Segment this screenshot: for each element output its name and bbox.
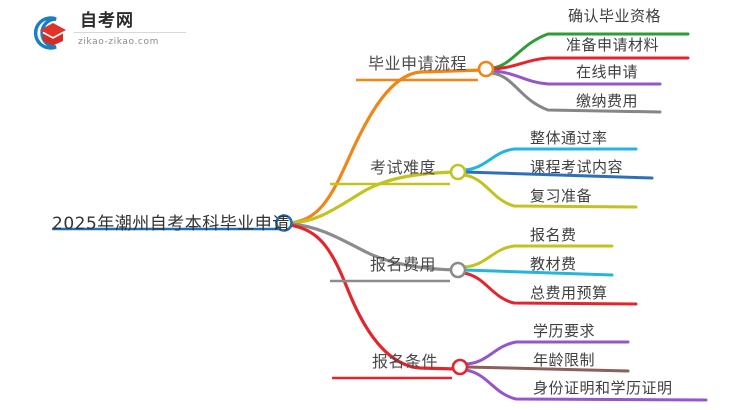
leaf-label-1-3[interactable]: 在线申请 xyxy=(576,63,639,81)
wire-branch-1-leaf-2 xyxy=(490,56,690,71)
leaf-label-1-2[interactable]: 准备申请材料 xyxy=(566,36,660,54)
branch-label-1[interactable]: 毕业申请流程 xyxy=(368,54,468,73)
logo-name-en: zikao-zikao.com xyxy=(78,37,159,47)
branch-label-4[interactable]: 报名条件 xyxy=(372,352,439,371)
wire-branch-2-leaf-2 xyxy=(462,170,654,180)
site-logo[interactable]: 自考网 zikao-zikao.com xyxy=(26,10,186,54)
wire-root-to-branch-4 xyxy=(288,223,458,371)
leaf-label-1-4[interactable]: 缴纳费用 xyxy=(576,92,639,110)
leaf-label-3-2[interactable]: 教材费 xyxy=(530,255,577,273)
branch-1-node-dot[interactable] xyxy=(477,60,495,78)
branch-2-node-dot[interactable] xyxy=(449,163,467,181)
leaf-label-2-3[interactable]: 复习准备 xyxy=(530,187,593,205)
wire-branch-4-leaf-2 xyxy=(464,365,630,373)
leaf-label-4-2[interactable]: 年龄限制 xyxy=(533,351,596,369)
leaf-label-1-1[interactable]: 确认毕业资格 xyxy=(568,7,662,25)
leaf-label-4-1[interactable]: 学历要求 xyxy=(533,322,596,340)
wire-branch-3-leaf-1 xyxy=(462,244,614,269)
wire-branch-3-leaf-2 xyxy=(462,268,614,277)
root-node-dot[interactable] xyxy=(275,214,293,232)
wire-branch-1-leaf-4 xyxy=(490,71,662,114)
wire-branch-3-leaf-3 xyxy=(462,271,638,306)
branch-3-node-dot[interactable] xyxy=(449,261,467,279)
wire-branch-1-leaf-1 xyxy=(490,32,690,70)
branch-label-2[interactable]: 考试难度 xyxy=(370,158,437,177)
branch-label-3[interactable]: 报名费用 xyxy=(370,255,437,274)
graduation-cap-icon xyxy=(26,12,70,52)
wire-root-to-branch-3 xyxy=(288,222,458,272)
leaf-label-2-2[interactable]: 课程考试内容 xyxy=(530,158,624,176)
root-topic-label[interactable]: 2025年潮州自考本科毕业申请 xyxy=(52,214,290,234)
wire-branch-2-leaf-3 xyxy=(462,173,638,209)
branch-4-node-dot[interactable] xyxy=(451,358,469,376)
wire-branch-4-leaf-1 xyxy=(464,340,630,366)
leaf-label-4-3[interactable]: 身份证明和学历证明 xyxy=(533,379,673,397)
wire-branch-4-leaf-3 xyxy=(464,368,708,402)
wire-branch-1-leaf-3 xyxy=(490,69,662,86)
logo-name-cn: 自考网 xyxy=(74,11,186,33)
wire-root-to-branch-1 xyxy=(288,68,486,225)
leaf-label-2-1[interactable]: 整体通过率 xyxy=(530,129,608,147)
wire-root-to-branch-2 xyxy=(288,170,458,225)
leaf-label-3-1[interactable]: 报名费 xyxy=(530,226,577,244)
wire-branch-2-leaf-1 xyxy=(462,147,638,172)
leaf-label-3-3[interactable]: 总费用预算 xyxy=(530,284,608,302)
